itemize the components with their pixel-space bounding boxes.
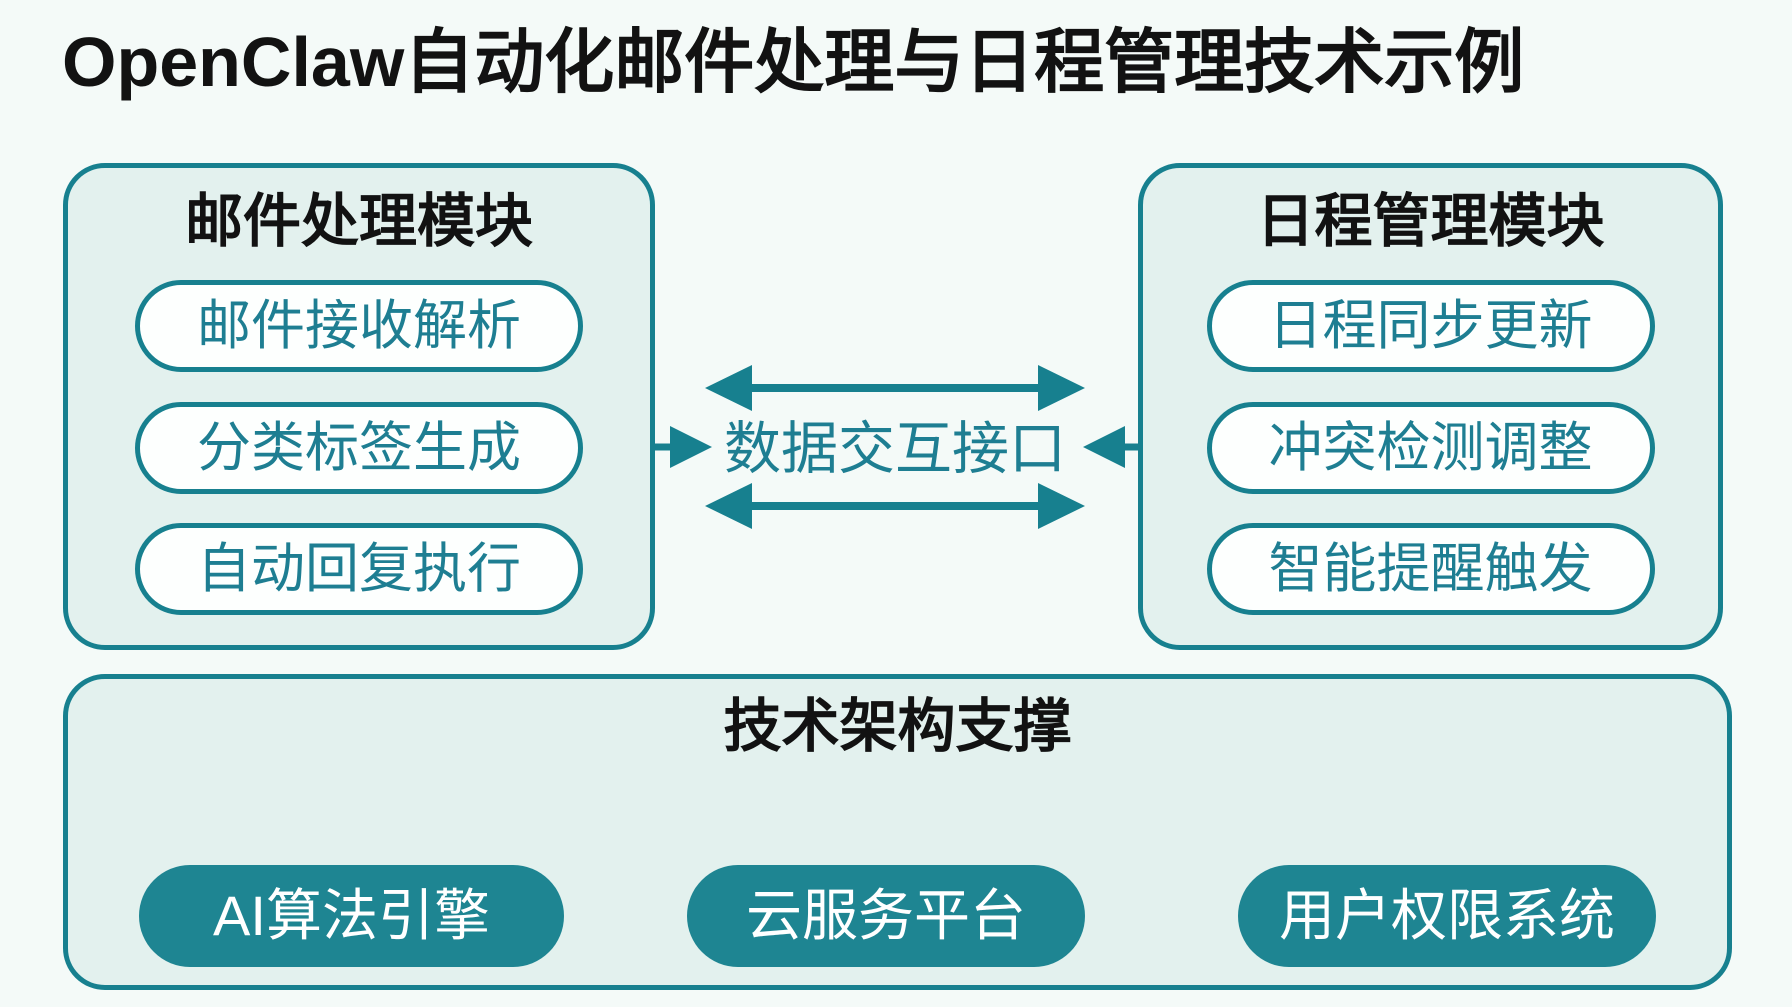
email-module-box: 邮件处理模块 邮件接收解析 分类标签生成 自动回复执行 [63, 163, 655, 650]
diagram-title: OpenClaw自动化邮件处理与日程管理技术示例 [62, 23, 1525, 101]
bottom-double-arrow [705, 483, 1085, 529]
data-interface-label: 数据交互接口 [724, 417, 1066, 481]
top-double-arrow [705, 365, 1085, 411]
pill-cloud-service-platform: 云服务平台 [687, 865, 1085, 967]
pill-category-label-generation: 分类标签生成 [135, 402, 583, 494]
pill-email-receive-parse: 邮件接收解析 [135, 280, 583, 372]
schedule-to-interface-arrow [1083, 426, 1138, 468]
architecture-title: 技术架构支撑 [723, 694, 1072, 759]
pill-ai-algorithm-engine: AI算法引擎 [139, 865, 564, 967]
pill-smart-reminder-trigger: 智能提醒触发 [1206, 523, 1655, 615]
email-module-title: 邮件处理模块 [184, 189, 533, 254]
schedule-module-title: 日程管理模块 [1256, 189, 1605, 254]
pill-conflict-detect-adjust: 冲突检测调整 [1206, 402, 1655, 494]
pill-user-permission-system: 用户权限系统 [1238, 865, 1656, 967]
architecture-box: 技术架构支撑 AI算法引擎 云服务平台 用户权限系统 [63, 674, 1732, 990]
schedule-module-box: 日程管理模块 日程同步更新 冲突检测调整 智能提醒触发 [1138, 163, 1723, 650]
email-to-interface-arrow [655, 426, 712, 468]
pill-auto-reply-execution: 自动回复执行 [135, 523, 583, 615]
pill-schedule-sync-update: 日程同步更新 [1206, 280, 1655, 372]
